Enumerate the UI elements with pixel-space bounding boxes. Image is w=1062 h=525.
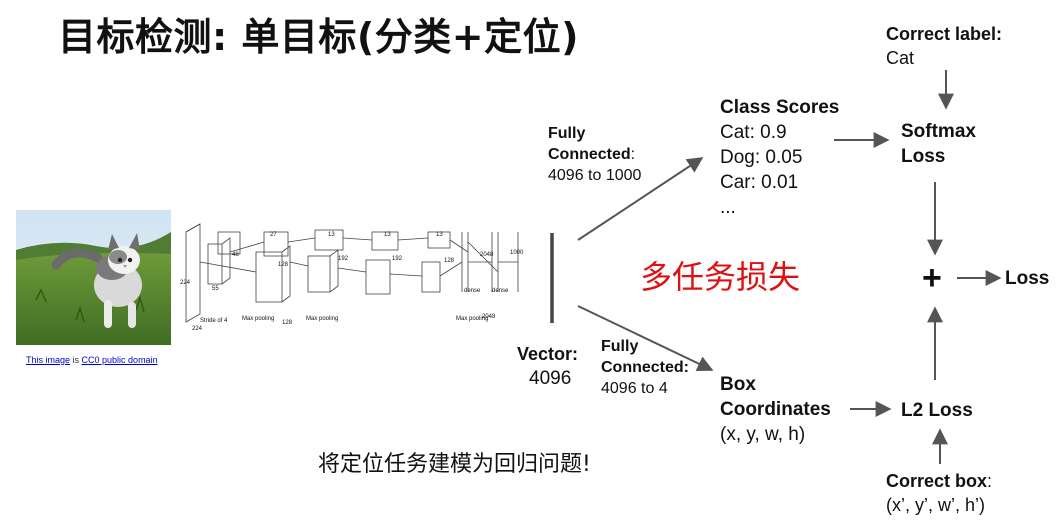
net-label: 128	[282, 320, 293, 326]
net-label: 224	[180, 280, 191, 286]
box-line2: Coordinates	[720, 399, 831, 420]
class-score-item: ...	[720, 197, 736, 218]
fc-bottom-line1: Fully	[601, 338, 639, 355]
net-label: 224	[192, 326, 203, 332]
net-label: 128	[278, 262, 289, 268]
correct-box-colon: :	[987, 471, 993, 491]
fc-bottom-label: Fully Connected: 4096 to 4	[601, 336, 689, 399]
net-label: 27	[270, 232, 277, 238]
fc-top-line1: Fully	[548, 125, 586, 142]
box-line1: Box	[720, 374, 756, 395]
image-credit: This image is CC0 public domain	[26, 355, 158, 365]
l2-loss: L2 Loss	[901, 400, 973, 421]
license-link[interactable]: CC0 public domain	[81, 355, 158, 365]
correct-label-value: Cat	[886, 48, 915, 68]
class-scores: Class Scores Cat: 0.9 Dog: 0.05 Car: 0.0…	[720, 95, 839, 220]
arrow-to-box-coordinates	[577, 305, 714, 372]
net-label: Stride of 4	[200, 318, 228, 324]
softmax-line1: Softmax	[901, 121, 976, 142]
net-label: dense	[492, 288, 509, 294]
net-label: 192	[338, 256, 349, 262]
net-label: 192	[392, 256, 403, 262]
vector-size: 4096	[529, 368, 572, 389]
cat-photo	[16, 210, 171, 345]
net-label: Max pooling	[456, 316, 489, 322]
net-label: 2048	[482, 314, 496, 320]
credit-separator: is	[70, 355, 82, 365]
fc-bottom-line2: Connected:	[601, 359, 689, 376]
total-loss: Loss	[1005, 268, 1050, 289]
net-label: 48	[232, 252, 239, 258]
class-scores-title: Class Scores	[720, 97, 840, 118]
softmax-line2: Loss	[901, 146, 946, 167]
sum-plus-icon: +	[922, 259, 942, 297]
image-source-link[interactable]: This image	[26, 355, 71, 365]
multitask-loss-label: 多任务损失	[640, 258, 801, 296]
net-label: 1000	[510, 250, 524, 256]
vector-label: Vector:	[517, 344, 579, 364]
correct-label-title: Correct label:	[886, 24, 1003, 44]
correct-box: Correct box: (x’, y’, w’, h’)	[886, 469, 992, 517]
net-label: 13	[328, 232, 335, 238]
box-line3: (x, y, w, h)	[720, 424, 806, 445]
fc-top-line2: Connected:	[548, 144, 641, 165]
net-label: 13	[436, 232, 443, 238]
box-coordinates: Box Coordinates (x, y, w, h)	[720, 372, 831, 447]
fc-bottom-line3: 4096 to 4	[601, 380, 668, 397]
net-label: Max pooling	[306, 316, 339, 322]
fc-top-line3: 4096 to 1000	[548, 167, 642, 184]
correct-box-value: (x’, y’, w’, h’)	[886, 495, 985, 515]
arrow-to-class-scores	[577, 157, 704, 241]
correct-box-title-row: Correct box:	[886, 469, 992, 493]
regression-note: 将定位任务建模为回归问题!	[318, 452, 591, 477]
class-score-item: Car: 0.01	[720, 172, 799, 193]
net-label: Max pooling	[242, 316, 275, 322]
fc-top-label: Fully Connected: 4096 to 1000	[548, 123, 641, 186]
correct-box-title: Correct box	[886, 471, 988, 491]
fc-top-line2-text: Connected	[548, 146, 631, 163]
net-label: dense	[464, 288, 481, 294]
class-score-item: Cat: 0.9	[720, 122, 787, 143]
correct-label: Correct label: Cat	[886, 22, 1002, 70]
softmax-loss: Softmax Loss	[901, 119, 976, 169]
net-label: 13	[384, 232, 391, 238]
fc-top-colon: :	[630, 146, 636, 163]
net-label: 55	[212, 286, 219, 292]
net-label: 2048	[480, 252, 494, 258]
class-score-item: Dog: 0.05	[720, 147, 803, 168]
net-label: 128	[444, 258, 455, 264]
page-title: 目标检测: 单目标(分类+定位)	[58, 15, 580, 59]
cnn-architecture-diagram: 224 224 Stride of 4 Max pooling Max pool…	[178, 222, 523, 342]
